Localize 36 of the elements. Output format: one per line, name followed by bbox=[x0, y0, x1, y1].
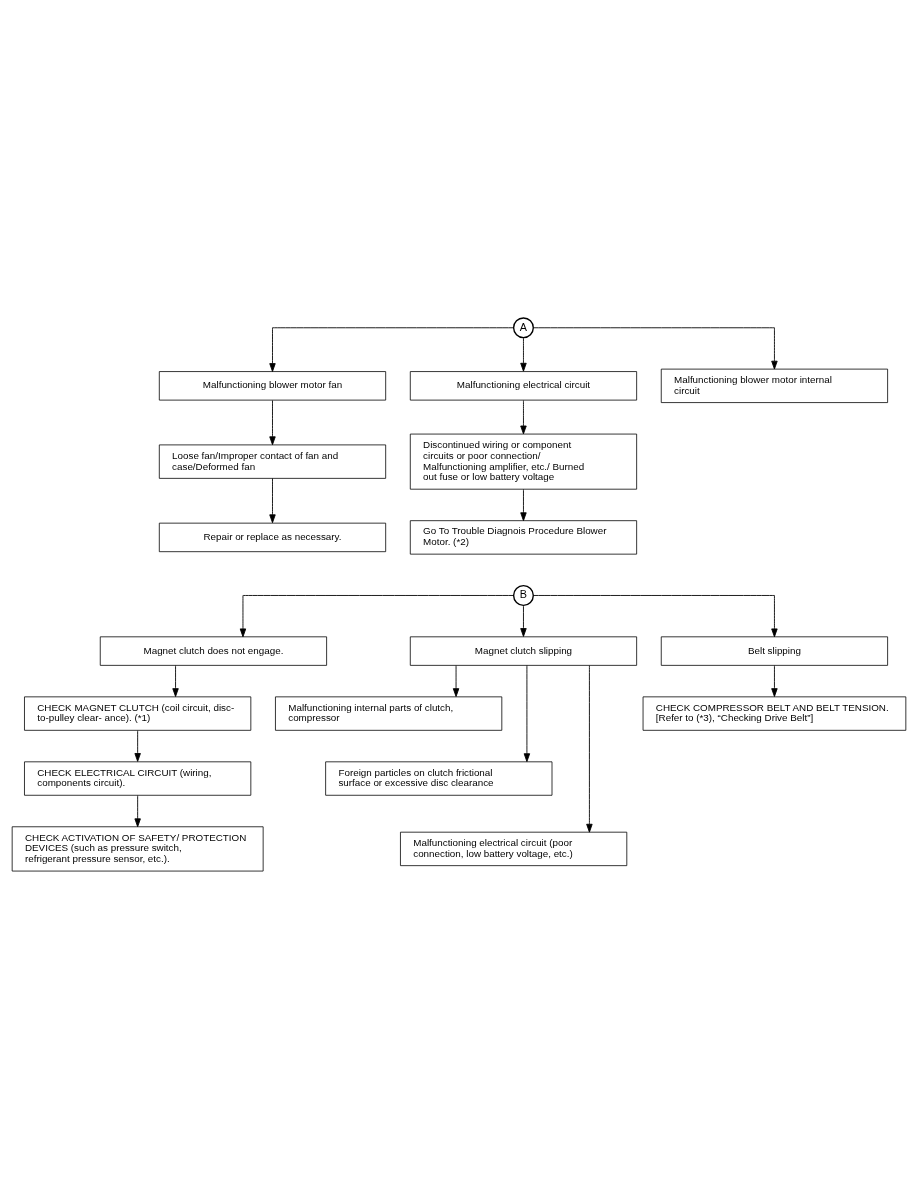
arrow bbox=[269, 326, 514, 372]
arrow bbox=[172, 664, 179, 697]
node-circle: B bbox=[512, 584, 534, 606]
node-box: Malfunctioning electrical circuit bbox=[409, 370, 638, 400]
arrow bbox=[523, 664, 531, 762]
arrow bbox=[452, 664, 460, 697]
arrow bbox=[533, 594, 778, 637]
arrow bbox=[586, 664, 593, 833]
arrow bbox=[520, 488, 527, 521]
node-box: Belt slipping bbox=[660, 635, 888, 666]
arrow bbox=[771, 664, 778, 697]
arrow bbox=[520, 604, 527, 637]
node-box: CHECK ELECTRICAL CIRCUIT (wiring, components circuit). bbox=[24, 760, 252, 796]
node-box: CHECK COMPRESSOR BELT AND BELT TENSION. [Refer to (*3), “Checking Drive Belt”] bbox=[642, 695, 907, 731]
arrow bbox=[520, 336, 527, 372]
node-circle: A bbox=[512, 316, 534, 338]
node-box: Loose fan/Improper contact of fan and case/Deformed fan bbox=[158, 444, 387, 479]
node-box: Magnet clutch does not engage. bbox=[99, 635, 327, 666]
arrow bbox=[134, 794, 141, 827]
node-box: Malfunctioning electrical circuit (poor connection, low battery voltage, etc.) bbox=[400, 831, 628, 866]
node-box: Foreign particles on clutch frictional surface or excessive disc clearance bbox=[325, 760, 553, 796]
arrow bbox=[239, 594, 514, 637]
arrow bbox=[520, 399, 527, 434]
node-box: Go To Trouble Diagnois Procedure Blower Motor. (*2) bbox=[409, 519, 638, 555]
node-box: Malfunctioning blower motor fan bbox=[158, 370, 387, 400]
arrow bbox=[269, 399, 276, 445]
arrow bbox=[533, 326, 778, 369]
arrow bbox=[269, 477, 276, 523]
node-box: Magnet clutch slipping bbox=[409, 635, 638, 666]
node-box: Malfunctioning blower motor internal circuit bbox=[660, 368, 888, 403]
node-box: Discontinued wiring or component circuits or poor connection/ Malfunctioning amplifier, etc./ Burned out fuse or low battery voltage bbox=[409, 433, 638, 490]
arrow bbox=[134, 729, 141, 762]
node-box: Malfunctioning internal parts of clutch, compressor bbox=[275, 695, 503, 731]
node-box: CHECK ACTIVATION OF SAFETY/ PROTECTION DEVICES (such as pressure switch, refrigerant pressure sensor, etc.). bbox=[11, 825, 264, 871]
node-box: Repair or replace as necessary. bbox=[158, 522, 387, 552]
node-box: CHECK MAGNET CLUTCH (coil circuit, disc-to-pulley clear- ance). (*1) bbox=[24, 695, 252, 731]
